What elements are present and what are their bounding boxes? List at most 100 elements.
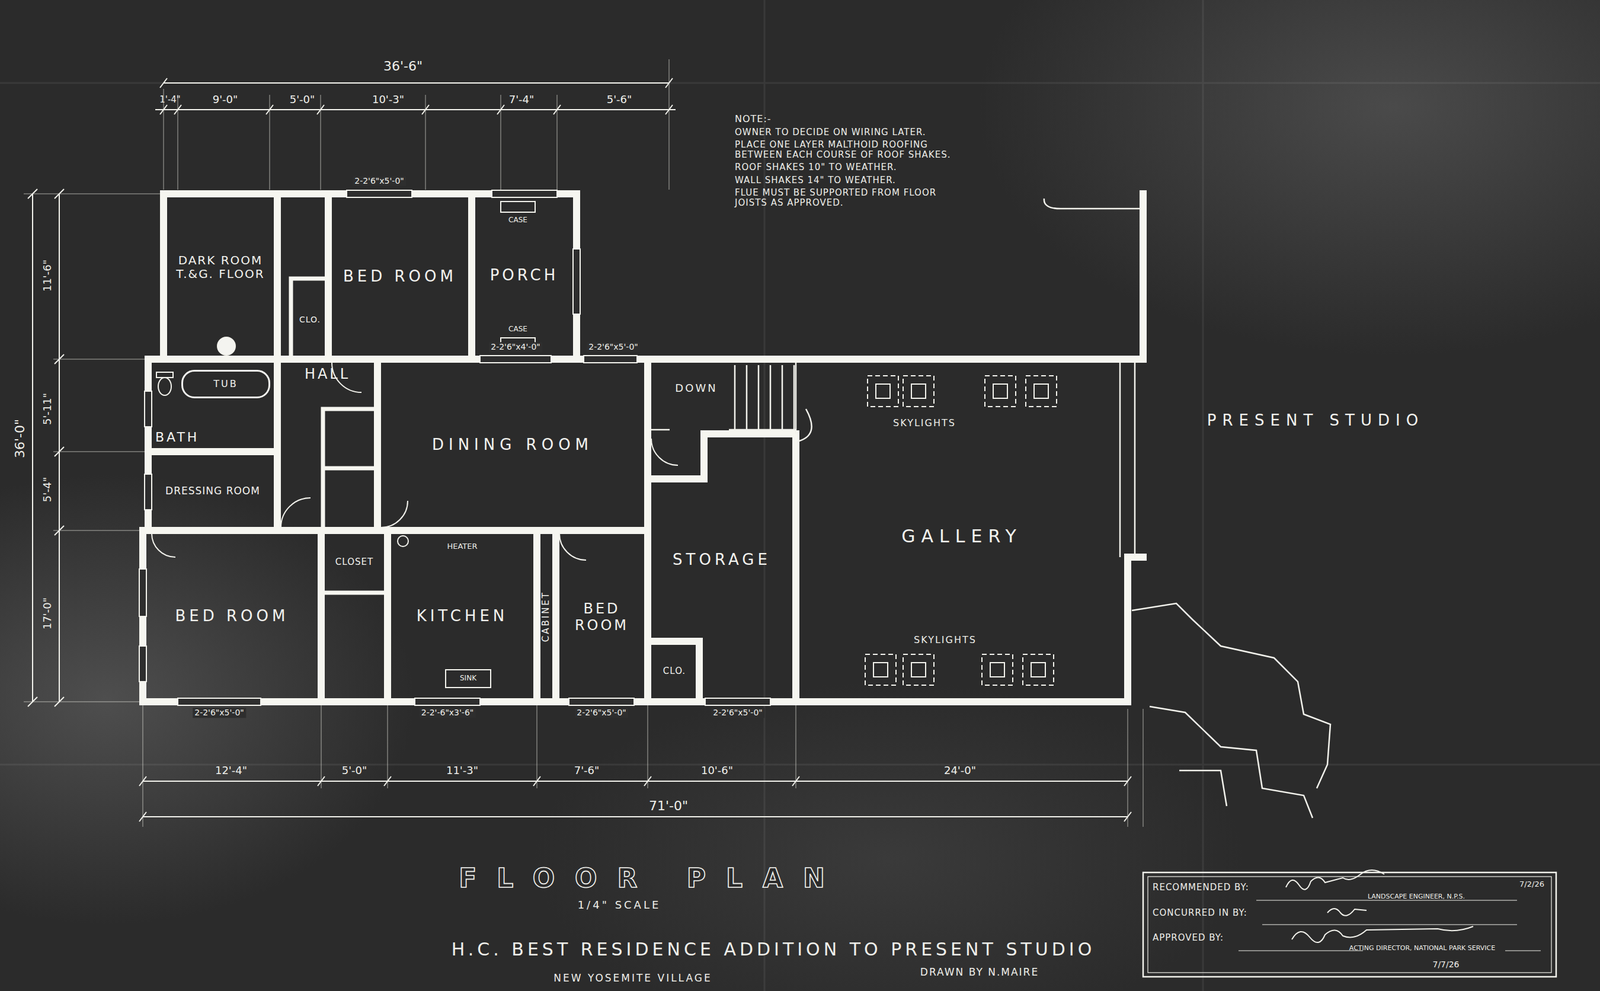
toilet-tank xyxy=(156,372,174,378)
closet: CLO. xyxy=(651,644,698,699)
room-name: GALLERY xyxy=(901,526,1022,547)
note: OWNER TO DECIDE ON WIRING LATER. xyxy=(734,127,966,138)
room: KITCHEN xyxy=(391,568,534,664)
skylight xyxy=(865,654,896,686)
dimension: 7'-4" xyxy=(509,93,535,106)
dimension: 71'-0" xyxy=(648,798,688,814)
skylight xyxy=(981,654,1013,686)
cabinet: CABINET xyxy=(539,557,554,676)
room-name: BED ROOM xyxy=(562,600,641,634)
dimension: 1'-4" xyxy=(159,94,181,105)
case xyxy=(500,201,536,213)
present-studio-sketch xyxy=(1131,603,1331,818)
dimension: 7'-6" xyxy=(574,764,600,777)
fixture-label: HEATER xyxy=(446,542,478,551)
window xyxy=(705,698,771,706)
door-swing xyxy=(151,362,678,560)
window-size: 2-2'-6"x3'-6" xyxy=(419,707,476,718)
dimension: 11'-3" xyxy=(446,764,479,777)
dimension: 10'-3" xyxy=(372,93,405,106)
room-name: DINING ROOM xyxy=(432,436,594,454)
room-name: CLO. xyxy=(663,666,686,677)
room: STORAGECLO. xyxy=(651,485,793,635)
approval-date: 7/2/26 xyxy=(1519,880,1545,889)
window xyxy=(414,698,480,706)
room-name: CLOSET xyxy=(335,557,374,568)
room-name: PRESENT STUDIO xyxy=(1207,411,1424,430)
basin xyxy=(217,337,236,355)
room-name: BATH xyxy=(155,429,200,445)
window xyxy=(346,190,412,198)
room-name: PORCH xyxy=(490,266,559,285)
title-block xyxy=(1143,872,1557,977)
room-name: HALL xyxy=(304,366,351,383)
room-name: KITCHEN xyxy=(416,607,509,626)
note: WALL SHAKES 14" TO WEATHER. xyxy=(734,175,966,186)
toilet xyxy=(158,377,172,396)
skylight xyxy=(1022,654,1054,686)
dimension: 24'-0" xyxy=(944,764,976,777)
approval-title: LANDSCAPE ENGINEER, N.P.S. xyxy=(1367,893,1465,901)
plan-title: FLOOR PLAN xyxy=(458,864,846,893)
drawing-caption: H.C. BEST RESIDENCE ADDITION TO PRESENT … xyxy=(451,939,1096,959)
room-name: TUB xyxy=(213,378,238,390)
window-size: 2-2'6"x5'-0" xyxy=(574,707,629,718)
sink xyxy=(445,669,491,688)
fixture-label: SKYLIGHTS xyxy=(893,417,956,429)
approval-title: ACTING DIRECTOR, NATIONAL PARK SERVICE xyxy=(1349,944,1496,952)
dimension: 9'-0" xyxy=(212,93,239,106)
fixture-label: CASE xyxy=(508,325,528,334)
window-size: 2-2'6"x5'-0" xyxy=(352,176,406,187)
dimension: 17'-0" xyxy=(41,597,54,630)
approval-line: CONCURRED IN BY: xyxy=(1152,907,1248,918)
room: BED ROOM xyxy=(331,197,469,357)
dimension: 11'-6" xyxy=(41,259,54,292)
fixture-label: SKYLIGHTS xyxy=(913,634,977,646)
location: NEW YOSEMITE VILLAGE xyxy=(553,972,712,984)
dimension: 5'-0" xyxy=(289,93,316,106)
skylight xyxy=(984,375,1016,407)
note: ROOF SHAKES 10" TO WEATHER. xyxy=(734,162,966,173)
room-name: STORAGE xyxy=(672,551,771,569)
window xyxy=(139,568,147,617)
title-block-rule xyxy=(1238,900,1541,951)
dimension: 5'-6" xyxy=(606,93,633,106)
skylight xyxy=(903,375,934,407)
room-name: DARK ROOM T.&G. FLOOR xyxy=(170,253,271,281)
room: BATH TUB xyxy=(151,362,274,448)
room: GALLERY xyxy=(799,450,1125,623)
dimension: 12'-4" xyxy=(215,764,248,777)
room: BED ROOM xyxy=(146,533,318,699)
note: PLACE ONE LAYER MALTHOID ROOFING BETWEEN… xyxy=(734,139,966,160)
note-block: NOTE:-OWNER TO DECIDE ON WIRING LATER.PL… xyxy=(734,113,966,208)
wall xyxy=(142,193,1144,702)
fixture-label: SINK xyxy=(459,674,477,683)
room: DINING ROOM xyxy=(381,362,645,527)
window xyxy=(583,355,638,363)
dimension: 5'-11" xyxy=(41,392,54,425)
approval-line: RECOMMENDED BY: xyxy=(1152,882,1250,893)
extension-line xyxy=(23,59,1144,827)
window xyxy=(144,474,152,510)
fixture-label: CASE xyxy=(508,216,528,224)
room: DARK ROOM T.&G. FLOOR xyxy=(167,197,274,338)
gallery-wall-line xyxy=(1044,198,1141,558)
skylight xyxy=(903,654,934,686)
stair-note: DOWN xyxy=(674,382,718,395)
room: BED ROOM xyxy=(559,536,645,699)
note: FLUE MUST BE SUPPORTED FROM FLOOR JOISTS… xyxy=(734,187,966,208)
window xyxy=(144,391,152,427)
bathtub: TUB xyxy=(181,369,271,399)
heater xyxy=(397,535,409,547)
room: HALL xyxy=(280,362,374,406)
window xyxy=(573,248,581,315)
window-size: 2-2'6"x5'-0" xyxy=(586,341,640,352)
dimension: 36'-0" xyxy=(13,418,28,459)
window-size: 2-2'6"x5'-0" xyxy=(711,707,765,718)
dimension: 10'-6" xyxy=(701,764,734,777)
window-size: 2-2'6"x5'-0" xyxy=(192,707,246,718)
signature xyxy=(1291,926,1474,943)
room-name: BED ROOM xyxy=(343,267,457,286)
title-block xyxy=(1147,876,1552,973)
window xyxy=(491,190,558,198)
